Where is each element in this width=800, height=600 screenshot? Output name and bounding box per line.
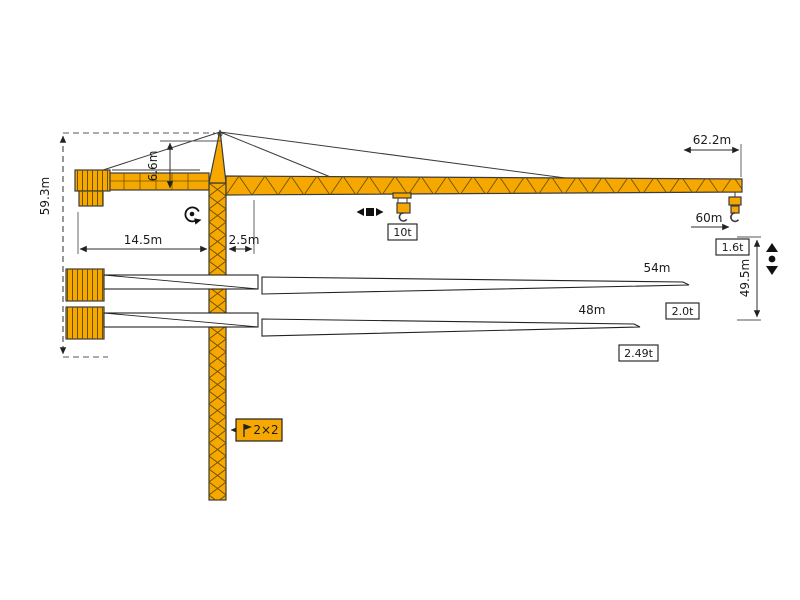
dimension-14-5m: 14.5m (77, 212, 208, 254)
jib-54-profile (261, 276, 690, 295)
dimension-62-2m: 62.2m (683, 133, 742, 177)
jib-option-54m: 54m 2.0t (261, 261, 700, 320)
mast-section-box (235, 418, 283, 442)
tip-load-box-1-6t (715, 238, 750, 256)
ballast-row-1 (65, 268, 259, 302)
dim-max-jib-label: 62.2m (693, 133, 731, 147)
tip-load-1-6t-label: 1.6t (722, 241, 744, 254)
hoist-direction-icon (766, 243, 778, 275)
tip-load-box-2-0t (665, 302, 700, 320)
tip-load-2-0t-label: 2.0t (672, 305, 694, 318)
dimension-60m: 60m (691, 211, 730, 231)
mast-section-label: 2×2 (253, 423, 278, 437)
hook-block-mid (396, 202, 411, 214)
trolley-hook-mid: 10t (387, 192, 418, 241)
counterweight-upper-stripes (75, 170, 110, 191)
jib-lattice (226, 176, 742, 195)
dim-rear-offset-label: 2.5m (229, 233, 260, 247)
dimension-2-5m: 2.5m (228, 200, 260, 254)
tower-mast (208, 129, 227, 501)
hook-mid-icon (398, 212, 408, 222)
dimension-59-3m: 59.3m (38, 132, 215, 358)
counterjib (74, 169, 210, 207)
main-jib (225, 175, 743, 196)
tip-hook-block (730, 205, 740, 214)
mast-lattice (209, 183, 226, 500)
ballast-row-2 (65, 306, 259, 340)
jib-54-length-label: 54m (644, 261, 671, 275)
ballast-bar-2-diagonal (103, 312, 259, 328)
pendant-line-counterjib (96, 131, 221, 173)
ballast-block-1-stripes (66, 269, 104, 301)
pendant-line-jib-outer (219, 131, 589, 182)
ballast-block-2-stripes (66, 307, 104, 339)
dim-total-height-label: 59.3m (38, 177, 52, 215)
tower-apex (208, 129, 227, 184)
mast-section-callout: 2×2 (230, 418, 283, 442)
capacity-box-10t (387, 223, 418, 241)
dim-radius-60-label: 60m (696, 211, 723, 225)
jib-48-length-label: 48m (579, 303, 606, 317)
trolley (392, 192, 412, 199)
dim-tower-head-label: 6.6m (146, 151, 160, 182)
dimension-49-5m: 49.5m (737, 236, 761, 321)
tip-hook-icon (730, 212, 740, 223)
dim-hook-height-label: 49.5m (738, 259, 752, 297)
dim-counterjib-label: 14.5m (124, 233, 162, 247)
pendant-line-jib-inner (219, 131, 334, 179)
pendant-lines (96, 131, 589, 182)
dimension-6-6m: 6.6m (146, 140, 222, 189)
ballast-bar-1-diagonal (103, 274, 259, 290)
jib-option-48m: 48m 2.49t (261, 303, 659, 362)
slewing-icon (184, 206, 202, 225)
apex-pulley-icon (217, 131, 223, 137)
tip-load-box-2-49t (618, 344, 659, 362)
section-symbol-flag-icon (244, 424, 252, 430)
tip-pulley-block (728, 196, 742, 206)
jib-48-profile (261, 318, 641, 337)
tip-load-2-49t-label: 2.49t (624, 347, 653, 360)
tip-hook: 1.6t (715, 192, 750, 256)
counterweight-lower-stripes (79, 191, 103, 206)
trolley-direction-icon (356, 208, 384, 216)
capacity-10t-label: 10t (393, 226, 412, 239)
